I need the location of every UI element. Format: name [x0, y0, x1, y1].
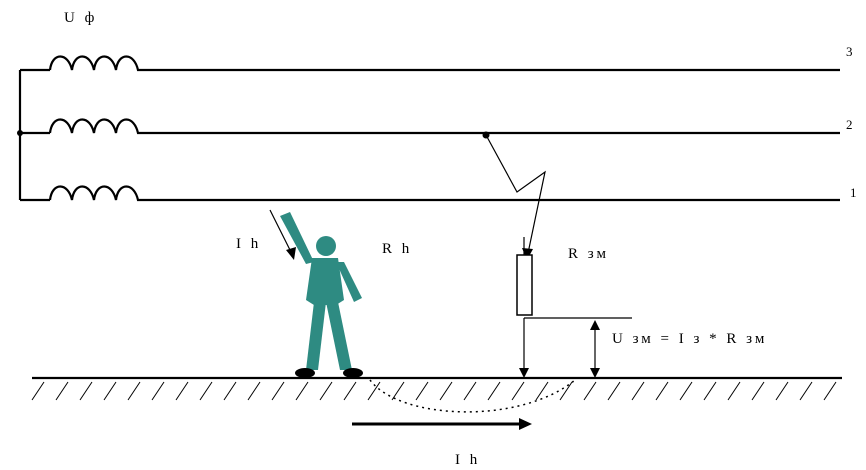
hatch-mark	[631, 381, 645, 401]
phase-1-winding	[20, 185, 148, 202]
hatch-mark	[799, 381, 813, 401]
earth-current-path	[369, 379, 576, 413]
hatch-mark	[247, 381, 261, 401]
hatch-mark	[727, 381, 741, 401]
hatch-mark	[415, 381, 429, 401]
ground-resistor	[516, 237, 632, 378]
hatch-mark	[583, 381, 597, 401]
phase-3-winding	[20, 55, 148, 72]
hatch-mark	[271, 381, 285, 401]
hatch-mark	[511, 381, 525, 401]
source-voltage-label: U ф	[64, 10, 97, 26]
hatch-mark	[775, 381, 789, 401]
hatch-mark	[607, 381, 621, 401]
hatch-mark	[55, 381, 69, 401]
ground-hatching	[31, 381, 837, 401]
ground-voltage-arrow	[590, 320, 600, 378]
hatch-mark	[319, 381, 333, 401]
hatch-mark	[151, 381, 165, 401]
ground-current-arrow	[352, 418, 532, 430]
human-current-arrow	[269, 209, 296, 260]
hatch-mark	[127, 381, 141, 401]
phase-2-number: 2	[846, 117, 853, 132]
phase-3-number: 3	[846, 44, 853, 59]
source-neutral-bus	[17, 70, 23, 200]
human-resistance-label: R h	[382, 241, 412, 257]
hatch-mark	[487, 381, 501, 401]
human-current-label: I h	[236, 236, 261, 252]
hatch-mark	[535, 381, 549, 401]
hatch-mark	[463, 381, 477, 401]
hatch-mark	[823, 381, 837, 401]
resistor-icon	[516, 254, 533, 316]
ground-voltage-formula: U зм = I з * R зм	[612, 331, 767, 347]
hatch-mark	[223, 381, 237, 401]
hatch-mark	[367, 381, 381, 401]
ground-fault-arrow	[482, 131, 546, 260]
hatch-mark	[559, 381, 573, 401]
hatch-mark	[79, 381, 93, 401]
hatch-mark	[439, 381, 453, 401]
hatch-mark	[655, 381, 669, 401]
coil-2-icon	[48, 118, 148, 135]
hatch-mark	[31, 381, 45, 401]
coil-1-icon	[48, 185, 148, 202]
phase-1-number: 1	[850, 185, 857, 200]
hatch-mark	[343, 381, 357, 401]
ground-resistance-label: R зм	[568, 246, 609, 262]
ground-current-label: I h	[455, 452, 480, 468]
hatch-mark	[295, 381, 309, 401]
phase-2-winding	[20, 118, 148, 135]
coil-3-icon	[48, 55, 148, 72]
hatch-mark	[703, 381, 717, 401]
hatch-mark	[103, 381, 117, 401]
hatch-mark	[391, 381, 405, 401]
hatch-mark	[199, 381, 213, 401]
hatch-mark	[175, 381, 189, 401]
hatch-mark	[679, 381, 693, 401]
worker-figure-icon	[280, 212, 363, 378]
hatch-mark	[751, 381, 765, 401]
